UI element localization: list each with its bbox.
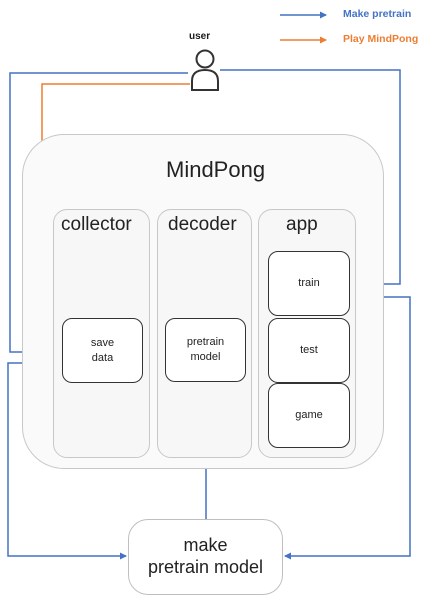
user-icon — [191, 49, 219, 91]
mindpong-title: MindPong — [166, 157, 266, 182]
legend-play-mindpong-label: Play MindPong — [343, 33, 419, 45]
make-pretrain-model-box: make pretrain model — [128, 519, 283, 595]
decoder-title: decoder — [168, 214, 237, 235]
train-box: train — [268, 251, 350, 316]
legend-make-pretrain-label: Make pretrain — [343, 8, 412, 20]
test-box: test — [268, 318, 350, 383]
app-title: app — [286, 214, 318, 235]
save-data-box: save data — [62, 318, 143, 383]
pretrain-model-box: pretrain model — [165, 318, 246, 382]
collector-title: collector — [61, 214, 132, 235]
user-label: user — [189, 31, 211, 42]
game-box: game — [268, 383, 350, 448]
